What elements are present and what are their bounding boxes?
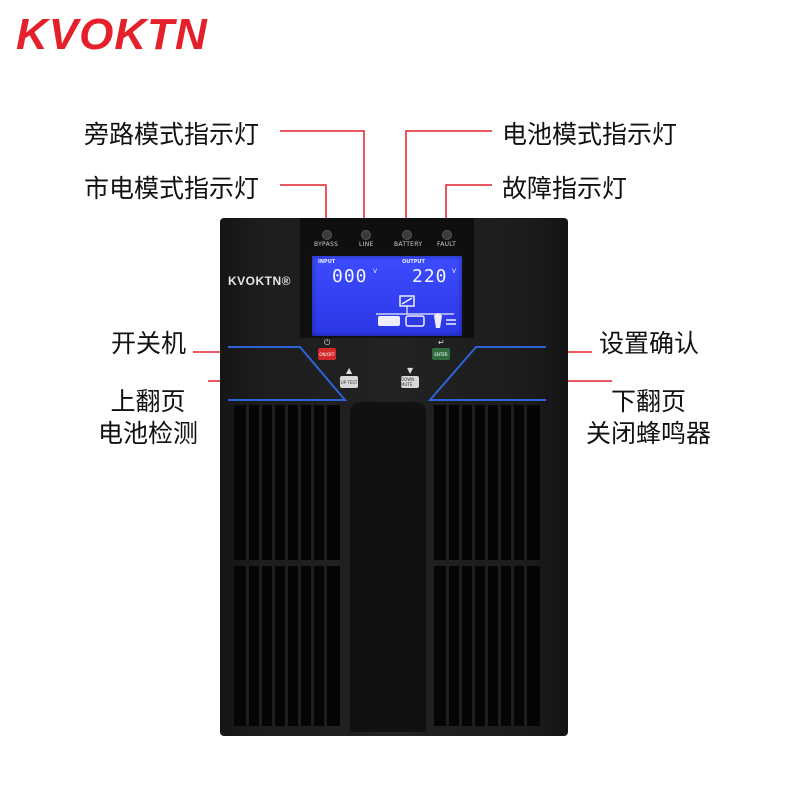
fault-label: 故障指示灯: [502, 174, 628, 203]
center-column: [350, 402, 426, 732]
down-label-line1: 下翻页: [611, 387, 687, 416]
brand-logo: KVOKTN: [16, 10, 208, 59]
up-test-button[interactable]: UP TEST: [340, 376, 358, 388]
enter-arrow-icon: ↵: [438, 338, 445, 347]
power-button[interactable]: ON/OFF: [318, 348, 336, 360]
up-label-line1: 上翻页: [110, 387, 186, 416]
battery-indicator-text: BATTERY: [394, 241, 423, 248]
device-logo: KVOKTN®: [228, 274, 292, 288]
left-lower-vent: [234, 566, 340, 726]
up-label: 上翻页 电池检测: [98, 386, 198, 450]
down-mute-button[interactable]: DOWN MUTE: [401, 376, 419, 388]
left-upper-vent: [234, 405, 340, 560]
fault-led: [442, 230, 452, 240]
lcd-flow-diagram-icon: [376, 295, 456, 328]
lcd-output-tag: OUTPUT: [402, 259, 425, 265]
bypass-mode-label: 旁路模式指示灯: [84, 120, 260, 149]
enter-label: 设置确认: [599, 329, 700, 358]
power-symbol-icon: ⏻: [324, 338, 331, 347]
up-label-line2: 电池检测: [98, 419, 199, 448]
power-label: 开关机: [111, 329, 187, 358]
battery-led: [402, 230, 412, 240]
right-lower-vent: [434, 566, 540, 726]
up-test-symbol-icon: ▲: [346, 366, 353, 375]
lcd-input-value: 000: [332, 266, 368, 287]
line-mode-label: 市电模式指示灯: [84, 174, 260, 203]
down-label: 下翻页 关闭蜂鸣器: [586, 386, 711, 450]
right-upper-vent: [434, 405, 540, 560]
lcd-output-value: 220: [412, 266, 448, 287]
down-mute-symbol-icon: ▼: [407, 366, 414, 375]
bypass-indicator-text: BYPASS: [314, 241, 339, 248]
bypass-led: [322, 230, 332, 240]
lcd-input-tag: INPUT: [318, 259, 336, 265]
lcd-input-unit: V: [373, 268, 378, 275]
down-label-line2: 关闭蜂鸣器: [586, 419, 712, 448]
line-indicator-text: LINE: [359, 241, 374, 248]
line-led: [361, 230, 371, 240]
battery-mode-label: 电池模式指示灯: [502, 120, 678, 149]
lcd-output-unit: V: [452, 268, 457, 275]
fault-indicator-text: FAULT: [437, 241, 457, 248]
lcd-display: INPUT 000 V OUTPUT 220 V: [310, 254, 464, 338]
enter-button[interactable]: ENTER: [432, 348, 450, 360]
